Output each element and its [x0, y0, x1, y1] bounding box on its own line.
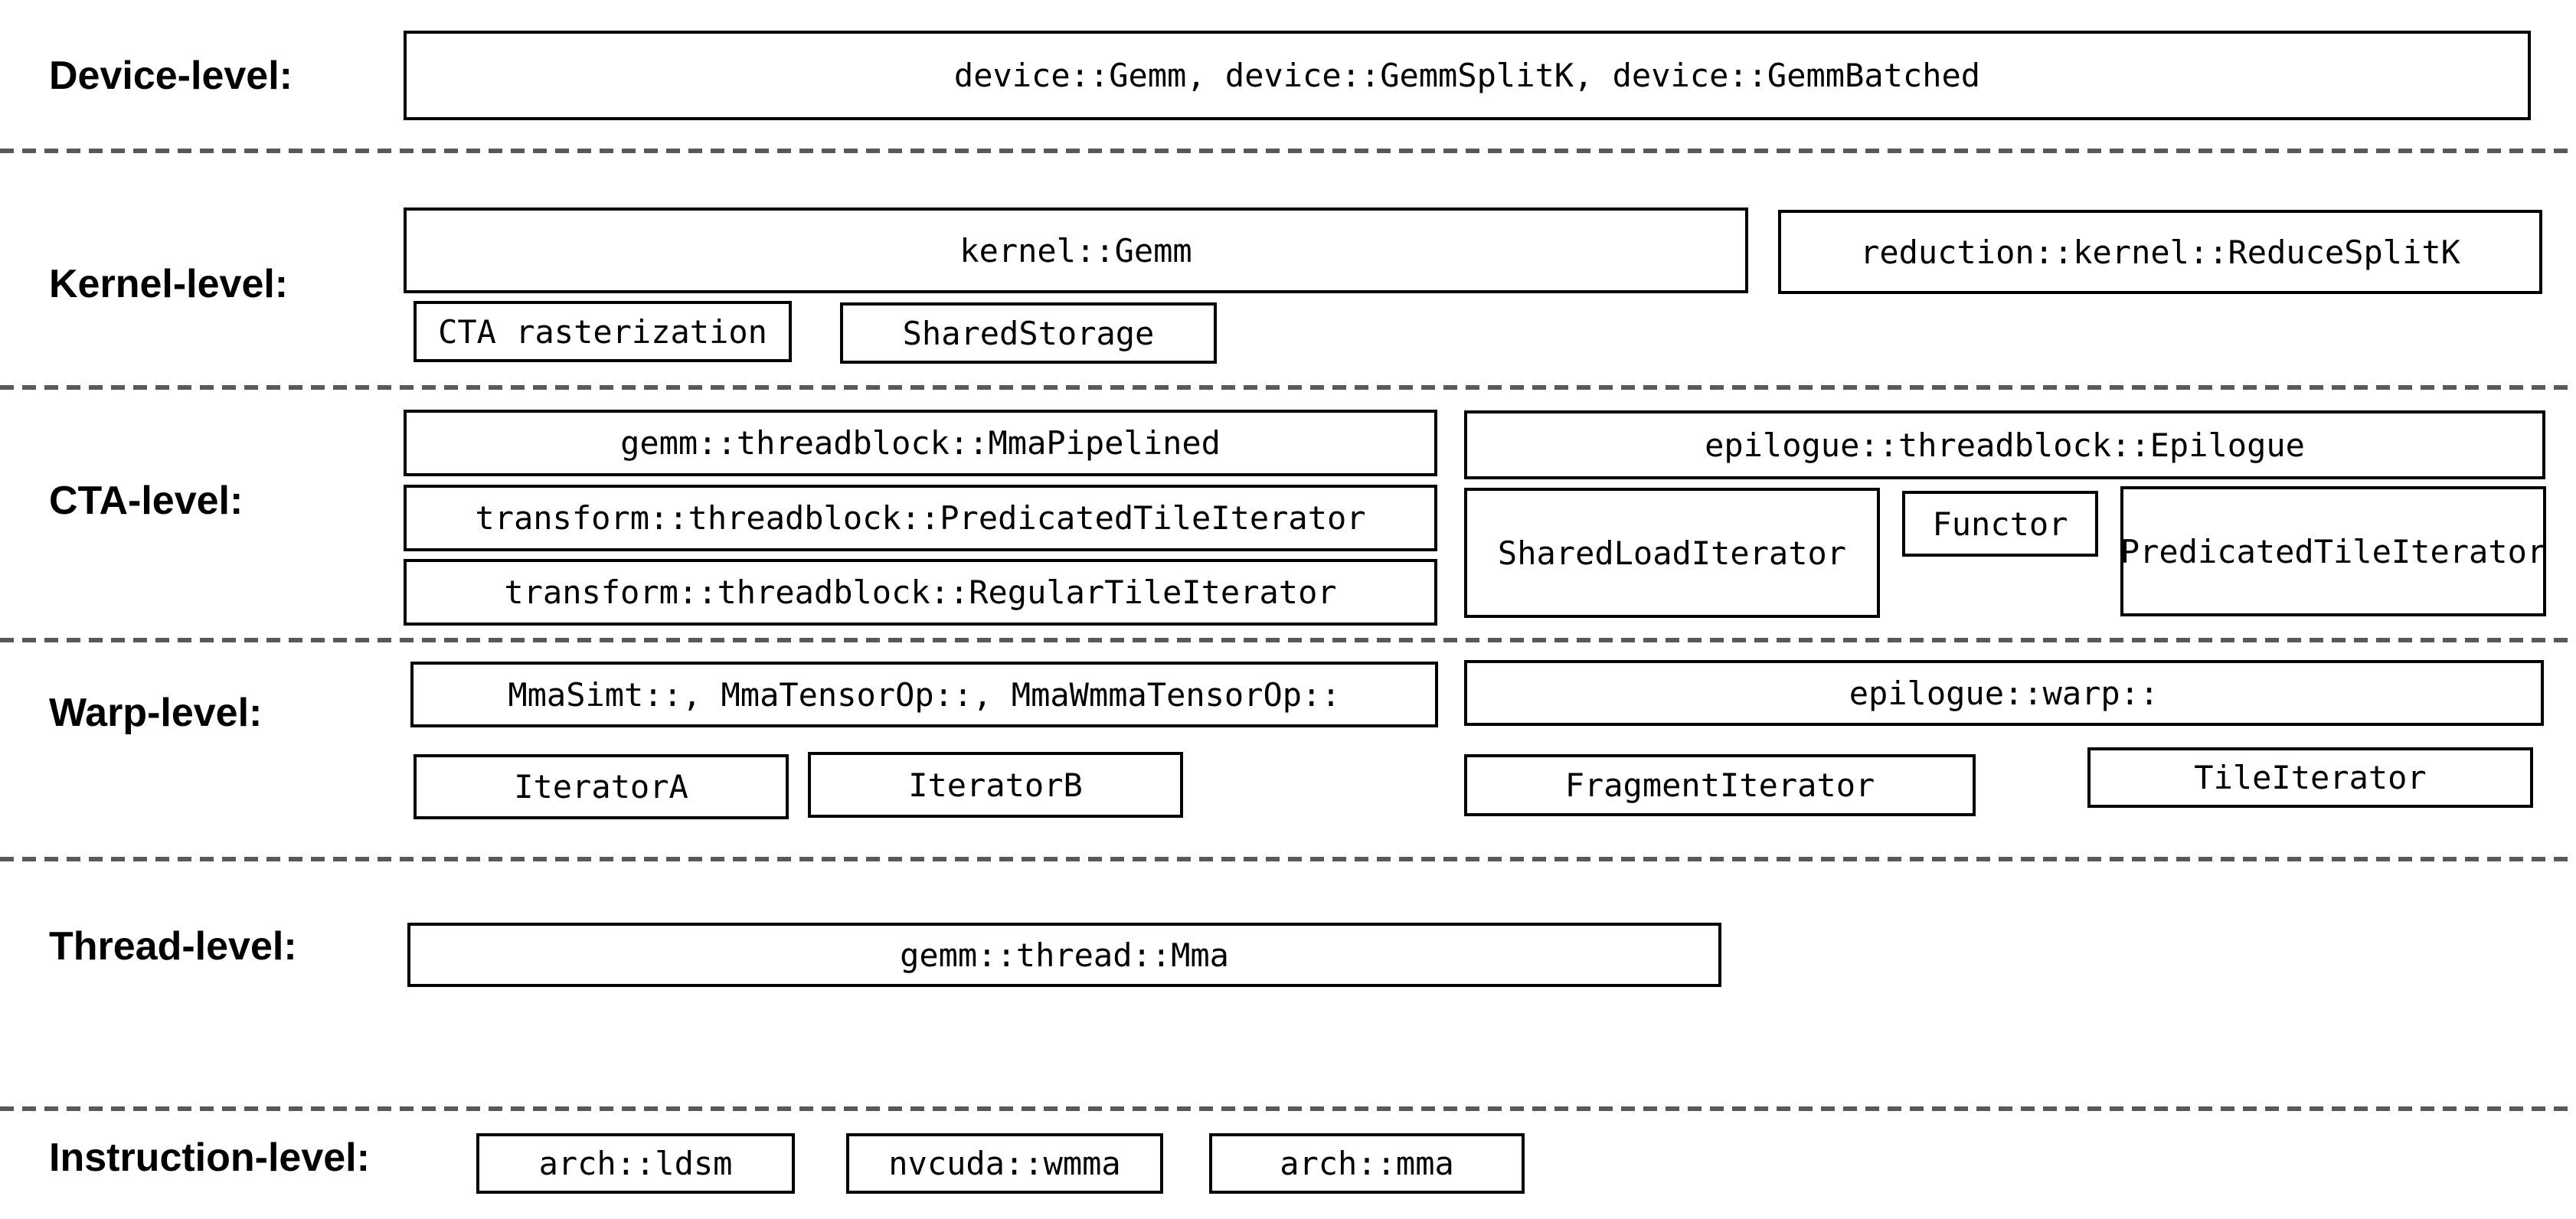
instruction-level-label: Instruction-level:	[49, 1136, 370, 1180]
warp-level-label: Warp-level:	[49, 691, 263, 735]
functor-box: Functor	[1902, 491, 2098, 557]
iterator-b-box: IteratorB	[808, 752, 1183, 818]
warp-mma-box: MmaSimt::, MmaTensorOp::, MmaWmmaTensorO…	[410, 662, 1438, 727]
arch-ldsm-box: arch::ldsm	[476, 1133, 795, 1194]
thread-mma-box: gemm::thread::Mma	[407, 923, 1721, 987]
kernel-level-label: Kernel-level:	[49, 262, 289, 306]
shared-load-iterator-box: SharedLoadIterator	[1464, 488, 1880, 618]
reduce-splitk-box: reduction::kernel::ReduceSplitK	[1778, 210, 2542, 294]
transform-predicated-tile-iterator-box: transform::threadblock::PredicatedTileIt…	[404, 485, 1437, 551]
shared-storage-box: SharedStorage	[840, 302, 1217, 364]
device-level-label: Device-level:	[49, 54, 293, 98]
section-divider-warp-thread	[0, 857, 2576, 861]
section-divider-cta-warp	[0, 638, 2576, 642]
section-divider-kernel-cta	[0, 385, 2576, 390]
tile-iterator-box: TileIterator	[2087, 747, 2533, 808]
thread-level-label: Thread-level:	[49, 924, 297, 969]
epilogue-predicated-tile-iterator-box: PredicatedTileIterator	[2120, 486, 2546, 616]
cta-rasterization-box: CTA rasterization	[414, 301, 792, 362]
mma-pipelined-box: gemm::threadblock::MmaPipelined	[404, 410, 1437, 476]
epilogue-warp-box: epilogue::warp::	[1464, 660, 2544, 726]
iterator-a-box: IteratorA	[414, 754, 789, 819]
transform-regular-tile-iterator-box: transform::threadblock::RegularTileItera…	[404, 559, 1437, 626]
nvcuda-wmma-box: nvcuda::wmma	[846, 1133, 1163, 1194]
cta-level-label: CTA-level:	[49, 479, 244, 523]
section-divider-thread-instruction	[0, 1106, 2576, 1111]
kernel-gemm-box: kernel::Gemm	[404, 208, 1748, 293]
arch-mma-box: arch::mma	[1209, 1133, 1525, 1194]
device-gemm-box: device::Gemm, device::GemmSplitK, device…	[404, 31, 2531, 120]
epilogue-threadblock-box: epilogue::threadblock::Epilogue	[1464, 410, 2545, 479]
section-divider-device-kernel	[0, 149, 2576, 153]
fragment-iterator-box: FragmentIterator	[1464, 754, 1976, 816]
